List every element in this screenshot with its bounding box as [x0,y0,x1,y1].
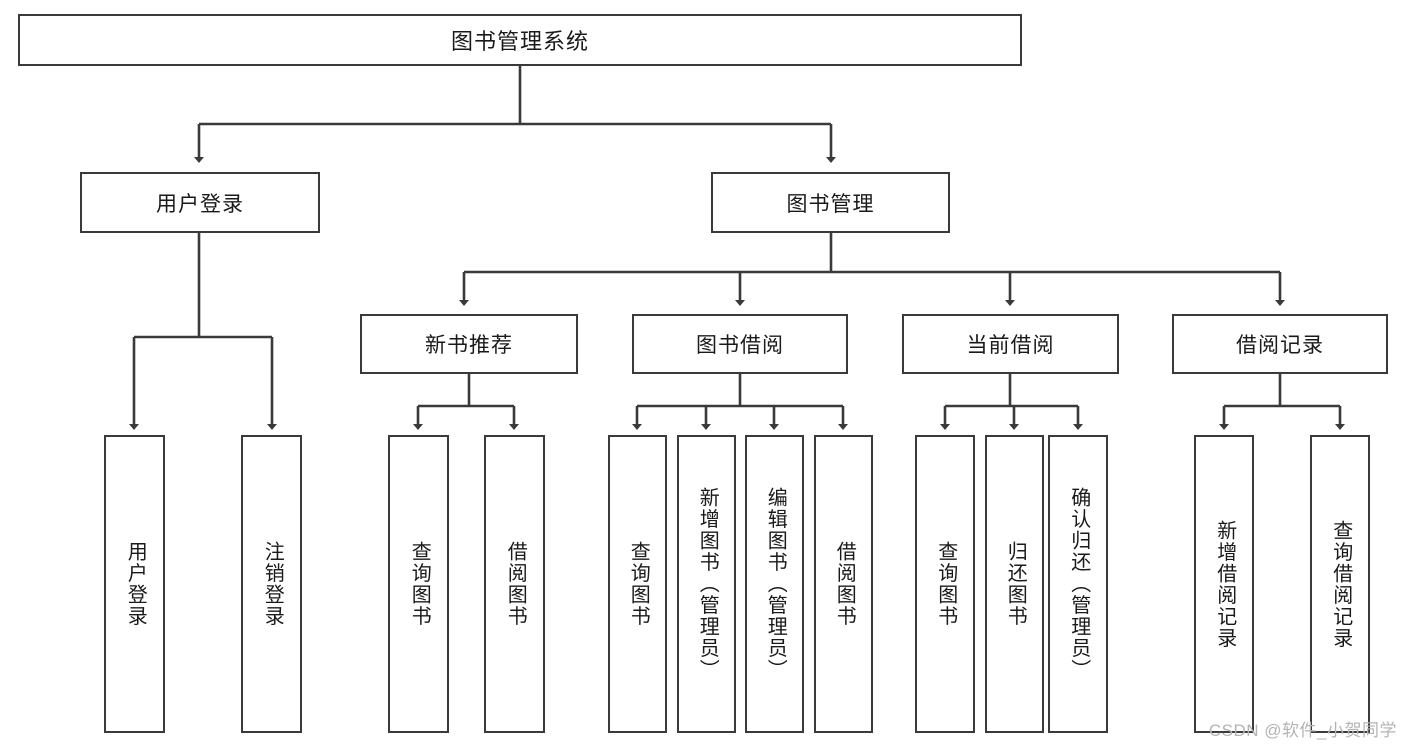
leaf-book-borrow-edit[interactable]: 编辑图书（管理员） [745,435,804,733]
leaf-new-book-query[interactable]: 查询图书 [388,435,449,733]
leaf-current-borrow-return[interactable]: 归还图书 [985,435,1044,733]
node-label: 编辑图书（管理员） [764,487,787,681]
leaf-borrow-record-add[interactable]: 新增借阅记录 [1194,435,1254,733]
node-book-borrow[interactable]: 图书借阅 [632,314,848,374]
node-new-book-recommend[interactable]: 新书推荐 [360,314,578,374]
leaf-current-borrow-query[interactable]: 查询图书 [915,435,975,733]
node-label: 查询借阅记录 [1329,519,1352,649]
node-label: 查询图书 [934,541,957,627]
node-label: 注销登录 [261,541,284,627]
leaf-borrow-record-query[interactable]: 查询借阅记录 [1310,435,1370,733]
leaf-new-book-borrow[interactable]: 借阅图书 [484,435,545,733]
node-label: 查询图书 [408,541,431,627]
leaf-book-borrow-add[interactable]: 新增图书（管理员） [677,435,736,733]
node-label: 确认归还（管理员） [1067,487,1090,681]
node-root-book-management-system[interactable]: 图书管理系统 [18,14,1022,66]
node-label: 图书管理系统 [450,29,589,54]
node-label: 新增图书（管理员） [696,487,719,681]
node-label: 当前借阅 [966,334,1055,357]
node-label: 图书借阅 [696,334,784,357]
leaf-current-borrow-confirm-return[interactable]: 确认归还（管理员） [1048,435,1108,733]
leaf-user-login-login[interactable]: 用户登录 [104,435,165,733]
node-book-management[interactable]: 图书管理 [711,172,950,233]
node-user-login[interactable]: 用户登录 [80,172,320,233]
node-label: 借阅图书 [833,541,856,627]
node-label: 用户登录 [156,192,244,216]
node-borrow-record[interactable]: 借阅记录 [1172,314,1388,374]
node-current-borrow[interactable]: 当前借阅 [902,314,1119,374]
node-label: 新增借阅记录 [1213,519,1236,649]
node-label: 借阅图书 [504,541,527,627]
leaf-book-borrow-borrow[interactable]: 借阅图书 [814,435,873,733]
node-label: 用户登录 [124,541,147,627]
leaf-user-login-logout[interactable]: 注销登录 [241,435,302,733]
node-label: 图书管理 [786,192,875,216]
leaf-book-borrow-query[interactable]: 查询图书 [608,435,667,733]
watermark: CSDN @软件_小贺同学 [1208,721,1397,740]
node-label: 新书推荐 [425,334,513,357]
node-label: 归还图书 [1004,541,1027,627]
node-label: 查询图书 [627,541,650,627]
node-label: 借阅记录 [1236,334,1324,357]
